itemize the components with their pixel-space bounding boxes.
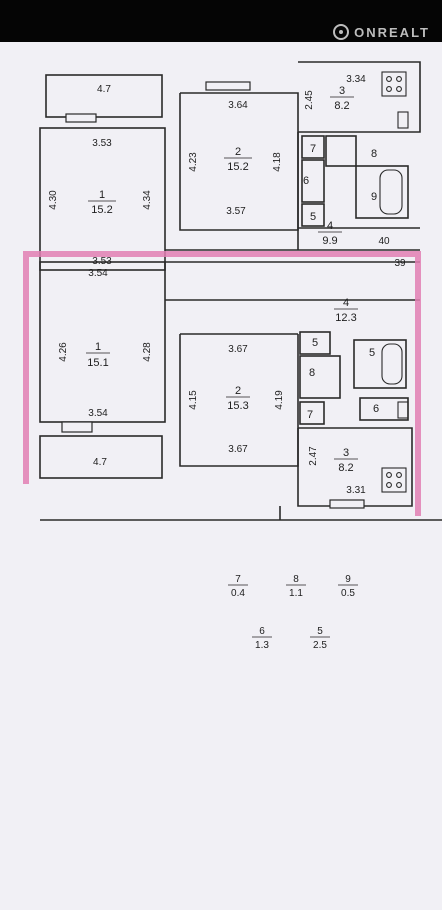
upper-room6: 6 — [303, 175, 309, 187]
legend-area: 2.5 — [313, 640, 327, 651]
lower-kitchen-number: 3 — [343, 447, 349, 459]
upper-room7: 7 — [310, 143, 316, 155]
upper-room5: 5 — [310, 211, 316, 223]
upper-room1-left-dim: 4.30 — [48, 190, 59, 210]
legend-number: 6 — [259, 626, 265, 637]
legend-number: 7 — [235, 574, 241, 585]
upper-room1-right-dim: 4.34 — [142, 190, 153, 210]
legend-area: 1.1 — [289, 588, 303, 599]
upper-room1-area: 15.2 — [91, 204, 112, 216]
lower-room5a: 5 — [312, 337, 318, 349]
upper-kitchen-area: 8.2 — [334, 100, 349, 112]
upper-room9: 9 — [371, 191, 377, 203]
legend-item: 8 1.1 — [286, 574, 306, 599]
upper-room2-area: 15.2 — [227, 161, 248, 173]
lower-room7: 7 — [307, 409, 313, 421]
lower-room1-top-dim: 3.54 — [88, 268, 108, 279]
top-bar — [0, 0, 442, 42]
upper-room2-top-dim: 3.64 — [228, 100, 248, 111]
lower-kitchen-bottom-dim: 3.31 — [346, 485, 366, 496]
upper-room2-bottom-dim: 3.57 — [226, 206, 246, 217]
upper-kitchen-top-dim: 3.34 — [346, 74, 366, 85]
legend-area: 1.3 — [255, 640, 269, 651]
lower-room2-area: 15.3 — [227, 400, 248, 412]
upper-room2-right-dim: 4.18 — [272, 152, 283, 172]
lower-hall-number: 4 — [343, 297, 349, 309]
stair-label-39: 39 — [394, 258, 406, 269]
upper-room8: 8 — [371, 148, 377, 160]
onrealt-logo-icon — [333, 24, 350, 40]
legend-item: 7 0.4 — [228, 574, 248, 599]
lower-kitchen-left-dim: 2.47 — [308, 446, 319, 466]
lower-kitchen-area: 8.2 — [338, 462, 353, 474]
watermark-text: ONREALT — [354, 24, 430, 40]
lower-room1-number: 1 — [95, 341, 101, 353]
lower-room2-right-dim: 4.19 — [274, 390, 285, 410]
upper-balcony-width: 4.7 — [97, 84, 111, 95]
lower-room1-left-dim: 4.26 — [58, 342, 69, 362]
stair-label-40: 40 — [378, 236, 390, 247]
lower-room2-top-dim: 3.67 — [228, 344, 248, 355]
lower-room6: 6 — [373, 403, 379, 415]
upper-hall-number: 4 — [327, 220, 333, 232]
lower-labels: 3.54 4.26 4.28 3.54 1 15.1 4.7 3.67 4.15… — [58, 268, 379, 496]
lower-walls — [39, 261, 442, 521]
legend-item: 6 1.3 — [252, 626, 272, 651]
lower-balcony-width: 4.7 — [93, 457, 107, 468]
lower-hall-area: 12.3 — [335, 312, 356, 324]
legend: 7 0.4 8 1.1 9 0.5 6 1.3 5 2.5 — [228, 574, 358, 651]
legend-number: 5 — [317, 626, 323, 637]
upper-kitchen-left-dim: 2.45 — [304, 90, 315, 110]
lower-room1-area: 15.1 — [87, 357, 108, 369]
upper-walls — [39, 61, 421, 271]
lower-room2-left-dim: 4.15 — [188, 390, 199, 410]
upper-room1-top-dim: 3.53 — [92, 138, 112, 149]
lower-room8: 8 — [309, 367, 315, 379]
lower-room2-number: 2 — [235, 385, 241, 397]
watermark: ONREALT — [333, 22, 430, 42]
upper-room1-number: 1 — [99, 189, 105, 201]
legend-item: 9 0.5 — [338, 574, 358, 599]
lower-room5b: 5 — [369, 347, 375, 359]
legend-number: 9 — [345, 574, 351, 585]
upper-room2-number: 2 — [235, 146, 241, 158]
legend-area: 0.5 — [341, 588, 355, 599]
legend-number: 8 — [293, 574, 299, 585]
highlight-border — [23, 251, 421, 516]
lower-room1-right-dim: 4.28 — [142, 342, 153, 362]
legend-area: 0.4 — [231, 588, 245, 599]
upper-room2-left-dim: 4.23 — [188, 152, 199, 172]
upper-room1-bottom-dim: 3.53 — [92, 256, 112, 267]
upper-hall-area: 9.9 — [322, 235, 337, 247]
upper-kitchen-number: 3 — [339, 85, 345, 97]
windows — [61, 81, 365, 509]
lower-room1-bottom-dim: 3.54 — [88, 408, 108, 419]
legend-item: 5 2.5 — [310, 626, 330, 651]
upper-labels: 4.7 3.53 4.30 4.34 3.53 1 15.2 3.64 4.23… — [48, 74, 406, 269]
lower-room2-bottom-dim: 3.67 — [228, 444, 248, 455]
fixtures — [379, 71, 409, 493]
